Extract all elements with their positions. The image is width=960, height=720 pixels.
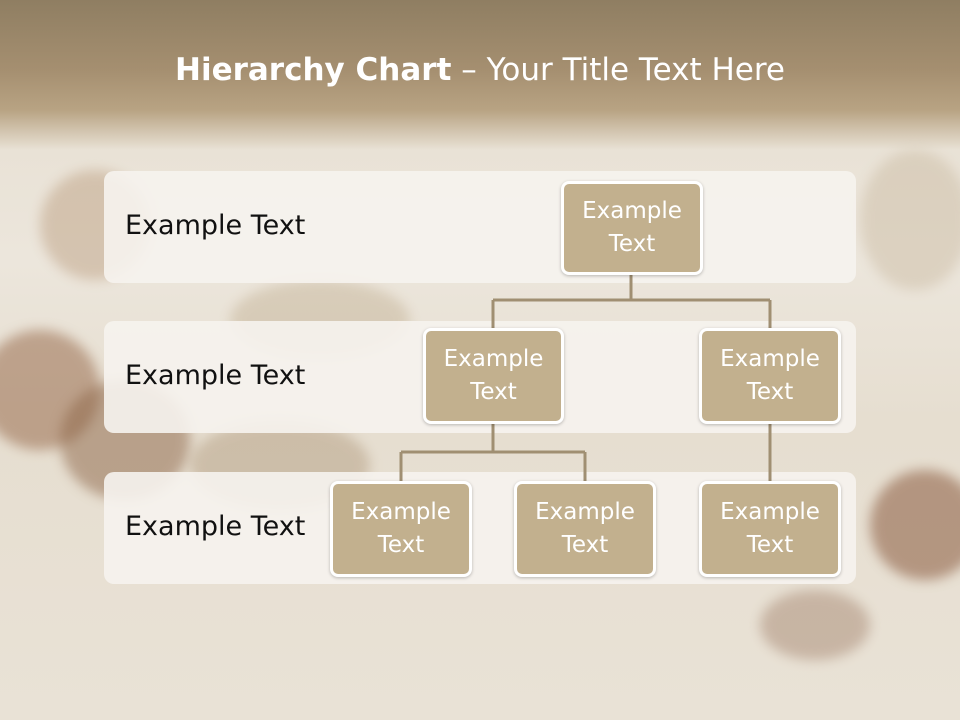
connector-root [491,273,772,330]
org-node-root[interactable]: Example Text [561,181,703,275]
level-label-2: Example Text [125,360,306,391]
level-band-1 [104,171,856,283]
org-node-level3-b[interactable]: Example Text [514,481,656,577]
org-node-level3-c[interactable]: Example Text [699,481,841,577]
connector-left [399,424,587,482]
org-node-level3-a[interactable]: Example Text [330,481,472,577]
slide-title: Hierarchy Chart – Your Title Text Here [0,52,960,88]
level-label-1: Example Text [125,210,306,241]
level-label-3: Example Text [125,511,306,542]
title-bold: Hierarchy Chart [175,52,452,88]
org-node-level2-left[interactable]: Example Text [423,328,564,424]
title-rest: – Your Title Text Here [451,52,785,88]
org-node-level2-right[interactable]: Example Text [699,328,841,424]
